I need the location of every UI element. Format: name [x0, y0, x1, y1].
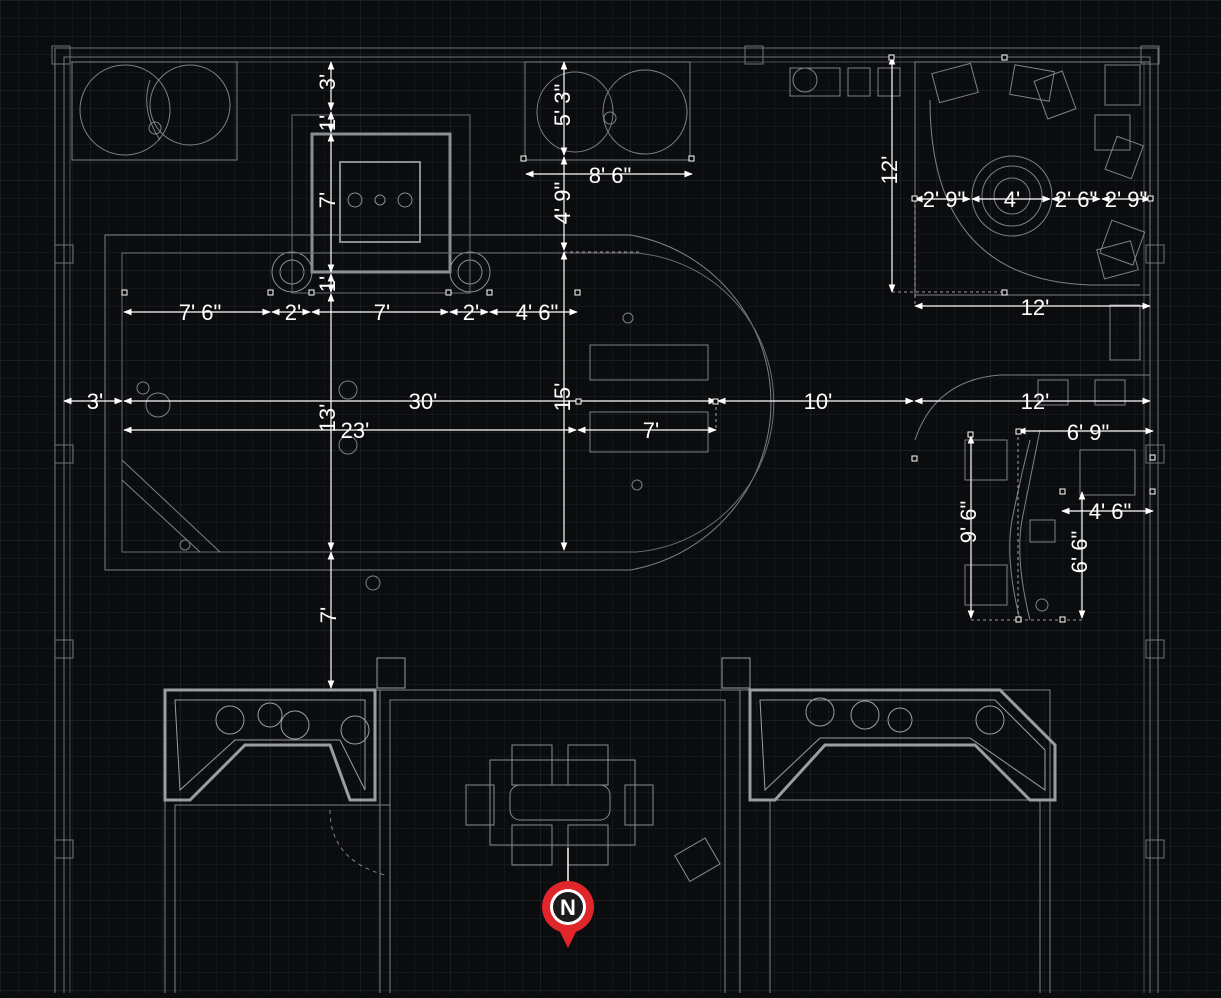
dim-6ft6: 6' 6" — [1067, 531, 1092, 574]
extension-lines — [564, 199, 1085, 621]
dim-5ft3: 5' 3" — [550, 84, 575, 127]
dim-23ft: 23' — [341, 418, 370, 443]
dim-7ft-spa: 7' — [643, 418, 659, 443]
dim-4ft6-pool: 4' 6" — [516, 300, 559, 325]
dim-8ft6: 8' 6" — [589, 163, 632, 188]
property-boundary — [51, 45, 1165, 998]
dim-1ft-b: 1' — [315, 276, 340, 292]
dim-12ft-vertical: 12' — [877, 156, 902, 185]
outdoor-kitchen — [914, 304, 1150, 621]
house-outline — [164, 689, 1051, 998]
dim-3ft-left: 3' — [87, 389, 103, 414]
dim-4ft6-bar: 4' 6" — [1089, 499, 1132, 524]
door-swing — [329, 809, 386, 876]
dim-30ft: 30' — [409, 389, 438, 414]
grip-handles — [121, 54, 1156, 623]
dim-2ft6: 2' 6" — [1055, 187, 1098, 212]
dim-2ft9-left: 2' 9" — [923, 187, 966, 212]
dim-13ft: 13' — [315, 404, 340, 433]
dim-4ft-firepit: 4' — [1004, 187, 1020, 212]
dim-15ft: 15' — [550, 383, 575, 412]
dim-9ft6: 9' 6" — [956, 501, 981, 544]
north-marker-letter: N — [560, 895, 576, 920]
dim-2ft9-right: 2' 9" — [1105, 187, 1148, 212]
planter-right — [721, 657, 1057, 802]
dimension-lines — [63, 56, 1154, 689]
dim-7ft-vertical: 7' — [315, 192, 340, 208]
dim-12ft-kitchen: 12' — [1021, 389, 1050, 414]
north-arrow-icon[interactable]: N — [542, 848, 594, 948]
dim-7ft6: 7' 6" — [179, 300, 222, 325]
loveseat-top-middle — [524, 61, 691, 161]
dim-7ft-bottom: 7' — [316, 607, 341, 623]
dim-4ft9: 4' 9" — [550, 182, 575, 225]
dim-1ft-a: 1' — [315, 115, 340, 131]
dim-12ft-horizontal-top: 12' — [1021, 295, 1050, 320]
dim-2ft-left: 2' — [285, 300, 301, 325]
dimension-labels: 3' 1' 7' 1' 5' 3" 8' 6" 4' 9" 12' 2' 9" … — [87, 74, 1148, 623]
planter-left — [163, 657, 406, 802]
dim-2ft-right: 2' — [463, 300, 479, 325]
dim-7ft-horizontal: 7' — [374, 300, 390, 325]
pool — [104, 234, 775, 591]
dim-10ft: 10' — [804, 389, 833, 414]
dining-table — [465, 744, 721, 883]
pavilion-structure — [271, 114, 491, 294]
dim-3ft-top: 3' — [315, 74, 340, 90]
dim-6ft9: 6' 9" — [1067, 420, 1110, 445]
lounge-seating-top-left — [71, 61, 238, 161]
